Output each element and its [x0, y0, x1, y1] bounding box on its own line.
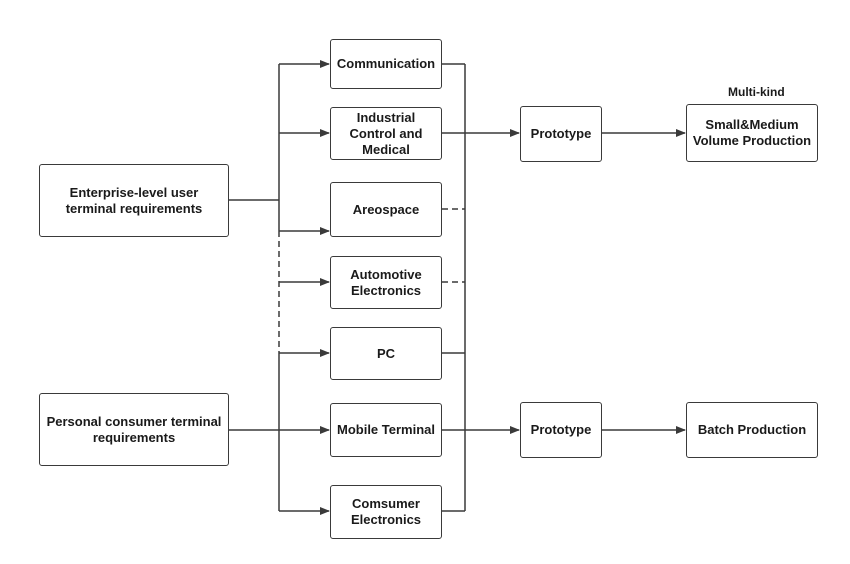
mobile-terminal-box: Mobile Terminal: [330, 403, 442, 457]
pc-box: PC: [330, 327, 442, 380]
personal-requirements-box: Personal consumer terminal requirements: [39, 393, 229, 466]
aerospace-box: Areospace: [330, 182, 442, 237]
consumer-electronics-box: Comsumer Electronics: [330, 485, 442, 539]
prototype-bottom-box: Prototype: [520, 402, 602, 458]
enterprise-requirements-box: Enterprise-level user terminal requireme…: [39, 164, 229, 237]
communication-box: Communication: [330, 39, 442, 89]
batch-production-box: Batch Production: [686, 402, 818, 458]
small-medium-volume-production-box: Small&Medium Volume Production: [686, 104, 818, 162]
multi-kind-label: Multi-kind: [728, 85, 785, 99]
prototype-top-box: Prototype: [520, 106, 602, 162]
automotive-electronics-box: Automotive Electronics: [330, 256, 442, 309]
industrial-control-medical-box: Industrial Control and Medical: [330, 107, 442, 160]
